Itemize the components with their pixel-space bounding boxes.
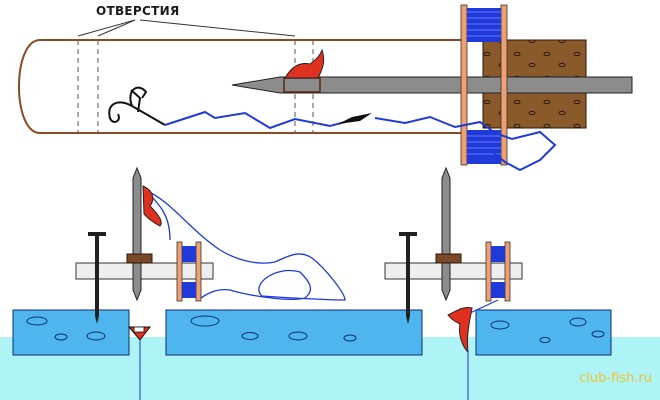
fishing-line-right — [469, 299, 499, 314]
rig-right — [384, 166, 523, 400]
reel-left — [176, 241, 202, 302]
board-right — [384, 262, 523, 280]
spike — [231, 76, 633, 94]
flag-clip — [283, 48, 325, 93]
reel-top — [460, 4, 508, 166]
tube — [18, 39, 483, 134]
hook — [108, 86, 166, 126]
flag-left — [142, 185, 162, 227]
spike-right — [435, 166, 462, 302]
watermark: club-fish.ru — [579, 371, 652, 386]
fishing-line-left — [144, 189, 346, 301]
fishing-line-top — [164, 110, 557, 172]
ice-layer — [12, 309, 612, 356]
nail-right — [399, 232, 417, 324]
spike-left — [126, 166, 153, 302]
holes-callout-label: ОТВЕРСТИЯ — [96, 4, 180, 18]
rig-left — [75, 166, 346, 400]
sinker — [338, 113, 372, 124]
callout-lines — [77, 19, 296, 37]
reel-right — [485, 241, 511, 302]
tube-assembly — [18, 4, 633, 172]
nail-left — [88, 232, 106, 324]
float-left — [127, 326, 152, 400]
